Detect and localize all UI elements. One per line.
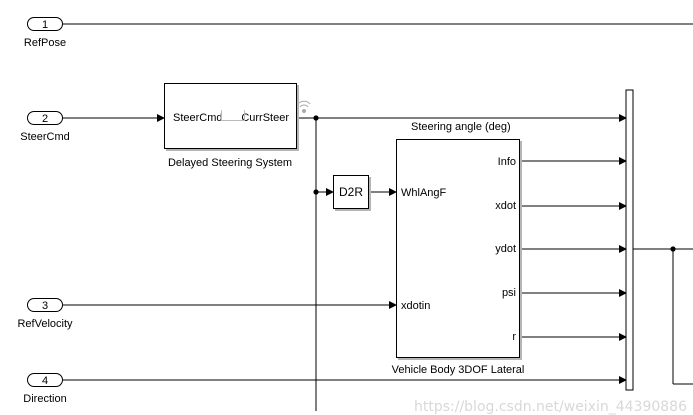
vehicle-body-3dof-name: Vehicle Body 3DOF Lateral (391, 364, 525, 376)
vehicle-input-xdotin: xdotin (401, 300, 431, 312)
wireless-signal-icon (297, 100, 311, 113)
vehicle-output-info: Info (497, 156, 516, 168)
branch-point-d2r (313, 189, 319, 195)
delayed-steering-system-block[interactable]: SteerCmd CurrSteer (164, 83, 297, 149)
branch-point-mux-out (670, 246, 676, 252)
inport-3-label: RefVelocity (17, 318, 73, 330)
delayed-steering-inner-icon (221, 110, 245, 121)
delayed-steering-output-port-label: CurrSteer (241, 112, 289, 124)
vehicle-output-psi: psi (501, 287, 516, 299)
vehicle-output-r: r (512, 331, 516, 343)
delayed-steering-system-name: Delayed Steering System (167, 157, 293, 169)
inport-1-label: RefPose (23, 37, 67, 49)
vehicle-output-xdot: xdot (495, 200, 516, 212)
vehicle-output-ydot: ydot (495, 243, 516, 255)
inport-3[interactable]: 3 (27, 298, 63, 312)
inport-1[interactable]: 1 (27, 17, 63, 31)
branch-point-currsteer (313, 115, 319, 121)
inport-2-label: SteerCmd (20, 131, 70, 143)
steering-angle-signal-label: Steering angle (deg) (411, 121, 511, 133)
vehicle-input-whlangf: WhlAngF (401, 187, 447, 199)
d2r-block[interactable]: D2R (333, 175, 369, 209)
watermark-text: https://blog.csdn.net/weixin_44390886 (413, 399, 687, 415)
delayed-steering-input-port-label: SteerCmd (173, 112, 223, 124)
inport-4-label: Direction (23, 393, 67, 405)
inport-2[interactable]: 2 (27, 111, 63, 125)
vehicle-body-3dof-block[interactable]: WhlAngF xdotin Info xdot ydot psi r (396, 139, 520, 358)
inport-4[interactable]: 4 (27, 373, 63, 387)
mux-block[interactable] (625, 89, 634, 391)
